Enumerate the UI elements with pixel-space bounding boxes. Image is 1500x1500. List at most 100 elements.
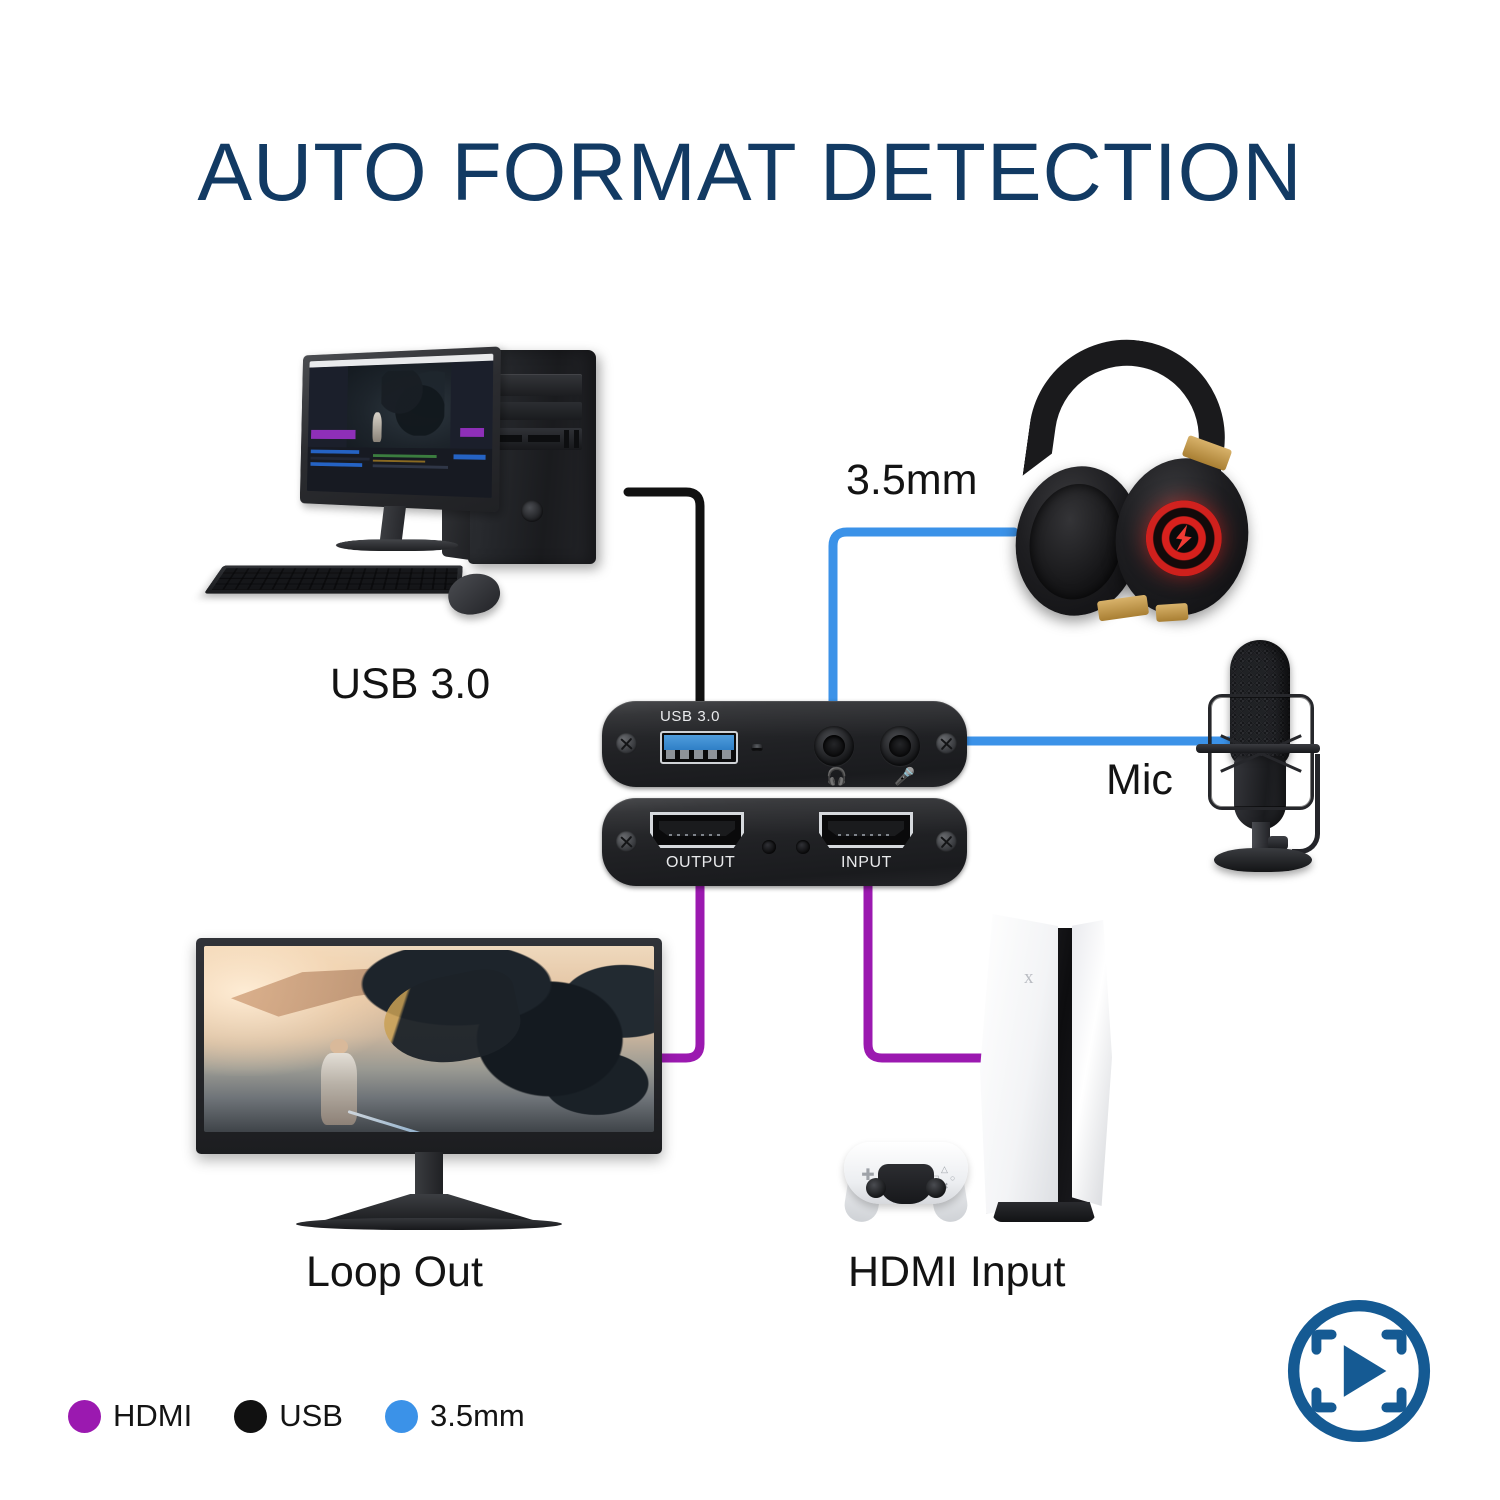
label-loop-out: Loop Out bbox=[306, 1248, 483, 1296]
power-button-icon bbox=[521, 500, 543, 522]
timeline-clip-1 bbox=[373, 453, 437, 458]
legend-label-usb: USB bbox=[279, 1398, 343, 1433]
logo-corner-tl bbox=[1311, 1329, 1337, 1355]
microphone-icon: 🎤 bbox=[894, 767, 916, 786]
console-side-panel-right bbox=[1072, 920, 1112, 1206]
gaming-headphones bbox=[1005, 327, 1260, 636]
hdmi-input-cavity bbox=[828, 821, 904, 836]
controller-stick-right bbox=[926, 1178, 946, 1198]
usb-a-port[interactable] bbox=[660, 731, 738, 764]
legend-dot-3-5mm bbox=[384, 1399, 418, 1433]
timeline-row-b bbox=[310, 456, 370, 462]
label-3-5mm: 3.5mm bbox=[846, 456, 978, 504]
timeline-row-a bbox=[311, 449, 359, 454]
software-preview bbox=[346, 362, 452, 449]
monitor-base bbox=[334, 539, 460, 552]
usb-blue-insert bbox=[664, 735, 734, 750]
hdmi-output-port[interactable] bbox=[650, 812, 744, 848]
page-title: AUTO FORMAT DETECTION bbox=[197, 127, 1303, 218]
screw-bottom-right bbox=[936, 831, 957, 852]
headphone-jack[interactable] bbox=[814, 726, 854, 766]
label-usb-3-0: USB 3.0 bbox=[330, 660, 491, 708]
status-led bbox=[751, 744, 763, 751]
earpad-left bbox=[1021, 477, 1131, 607]
preview-dragon bbox=[380, 369, 445, 437]
label-mic: Mic bbox=[1106, 756, 1173, 804]
ultrawide-bezel bbox=[196, 938, 662, 1154]
timeline-row-c bbox=[310, 462, 363, 468]
mic-cable bbox=[1292, 754, 1320, 854]
hdmi-input-pins bbox=[838, 834, 894, 836]
mic-adjust-knob bbox=[1268, 836, 1288, 850]
ultrawide-stand-foot bbox=[296, 1218, 562, 1230]
legend-label-hdmi: HDMI bbox=[113, 1398, 193, 1433]
game-controller: ✚ △ ◻ ○ ✖ bbox=[842, 1128, 970, 1225]
cable-hdmi-input bbox=[863, 881, 995, 1063]
screw-top-left bbox=[616, 733, 637, 754]
timeline-clip-3 bbox=[372, 464, 448, 470]
cable-headphones-3-5mm bbox=[828, 527, 1019, 706]
software-timeline bbox=[306, 446, 493, 498]
screw-top-right bbox=[936, 733, 957, 754]
streaming-software-screen bbox=[306, 353, 494, 498]
timeline-button bbox=[453, 453, 487, 460]
capture-play-logo bbox=[1287, 1299, 1431, 1443]
controller-stick-left bbox=[866, 1178, 886, 1198]
software-accent-bar bbox=[311, 429, 356, 440]
usb-port-label: USB 3.0 bbox=[660, 708, 721, 725]
hdmi-input-port[interactable] bbox=[819, 812, 913, 848]
monitor-neck bbox=[379, 506, 407, 540]
legend-dot-hdmi bbox=[68, 1399, 101, 1433]
condenser-microphone bbox=[1188, 636, 1338, 874]
logo-corner-br bbox=[1381, 1387, 1407, 1413]
logo-circle bbox=[1287, 1299, 1431, 1443]
optical-drive bbox=[482, 374, 582, 396]
panel-hole-left bbox=[762, 840, 776, 854]
software-accent-bar-2 bbox=[460, 428, 485, 438]
usb-contacts bbox=[666, 750, 732, 759]
rgb-ring-light bbox=[1140, 494, 1228, 582]
legend-label-3-5mm: 3.5mm bbox=[429, 1398, 525, 1433]
cable-usb bbox=[623, 487, 705, 706]
preview-hero bbox=[372, 412, 383, 443]
legend-item-3-5mm: 3.5mm bbox=[384, 1398, 525, 1434]
game-console: x ✚ △ ◻ ○ ✖ bbox=[842, 912, 1144, 1234]
legend: HDMI USB 3.5mm bbox=[68, 1398, 553, 1434]
hdmi-output-label: OUTPUT bbox=[666, 854, 736, 871]
pc-monitor bbox=[299, 346, 501, 513]
mic-stand-stem bbox=[1252, 822, 1270, 856]
logo-corner-tr bbox=[1381, 1329, 1407, 1355]
legend-dot-usb bbox=[234, 1399, 268, 1433]
cable-hdmi-loop-out bbox=[641, 881, 705, 1063]
ultrawide-monitor bbox=[196, 938, 662, 1238]
panel-hole-right bbox=[796, 840, 810, 854]
controller-touchpad bbox=[878, 1164, 934, 1204]
headphone-gold-accent-bottom-2 bbox=[1155, 602, 1189, 623]
drive-bay bbox=[482, 402, 582, 420]
label-hdmi-input: HDMI Input bbox=[848, 1248, 1066, 1296]
legend-item-hdmi: HDMI bbox=[68, 1398, 192, 1434]
controller-body: ✚ △ ◻ ○ ✖ bbox=[844, 1142, 968, 1204]
console-logo-icon: x bbox=[1024, 967, 1034, 988]
mic-mount-bar bbox=[1196, 744, 1320, 753]
hdmi-output-cavity bbox=[659, 821, 735, 836]
card-reader bbox=[482, 428, 582, 450]
scene-warrior-head bbox=[330, 1039, 348, 1055]
console-side-panel-left: x bbox=[980, 914, 1058, 1214]
headphone-icon: 🎧 bbox=[826, 767, 848, 786]
timeline-clip-2 bbox=[372, 459, 425, 464]
console-unit: x bbox=[976, 914, 1112, 1222]
hdmi-output-pins bbox=[669, 834, 725, 836]
console-stand bbox=[992, 1202, 1096, 1222]
legend-item-usb: USB bbox=[234, 1398, 343, 1434]
microphone-jack[interactable] bbox=[880, 726, 920, 766]
logo-corner-bl bbox=[1311, 1387, 1337, 1413]
front-usb-ports bbox=[564, 430, 584, 448]
keyboard bbox=[203, 565, 463, 594]
mic-stand-base bbox=[1214, 848, 1312, 872]
ultrawide-screen bbox=[204, 946, 654, 1132]
screw-bottom-left bbox=[616, 831, 637, 852]
hdmi-input-label: INPUT bbox=[841, 854, 892, 871]
